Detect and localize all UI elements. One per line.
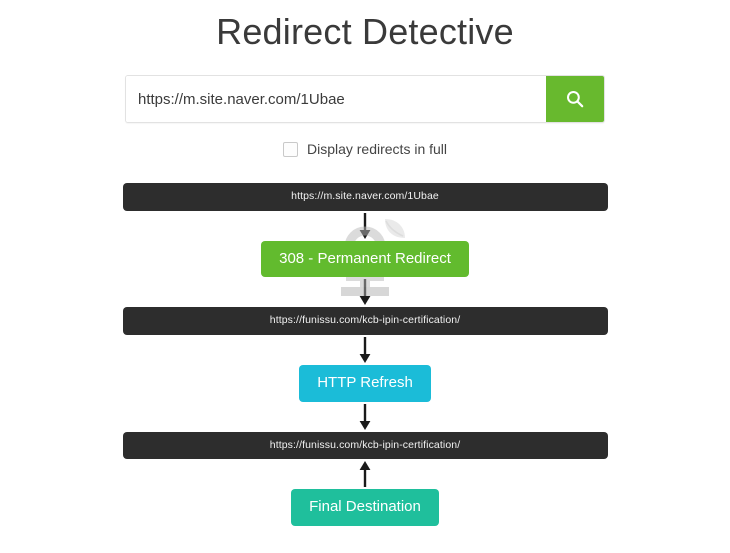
search-icon (565, 89, 585, 109)
status-badge-permanent-redirect[interactable]: 308 - Permanent Redirect (261, 240, 469, 278)
flow-step-badge-1: 308 - Permanent Redirect (0, 240, 730, 278)
url-bar[interactable]: https://m.site.naver.com/1Ubae (122, 183, 608, 211)
flow-step-url-3: https://funissu.com/kcb-ipin-certificati… (0, 431, 730, 460)
url-bar[interactable]: https://funissu.com/kcb-ipin-certificati… (122, 431, 608, 460)
arrow-down-icon-2 (0, 277, 730, 307)
arrow-down-icon-4 (0, 402, 730, 432)
display-redirects-checkbox[interactable] (282, 141, 298, 157)
flow-step-badge-3: Final Destination (0, 489, 730, 527)
arrow-up-icon-1 (0, 459, 730, 489)
search-input[interactable] (126, 76, 546, 122)
arrow-down-icon-1 (0, 211, 730, 241)
flow-step-url-2: https://funissu.com/kcb-ipin-certificati… (0, 307, 730, 336)
display-full-option[interactable]: Display redirects in full (0, 141, 730, 157)
redirect-flow: https://m.site.naver.com/1Ubae 308 - Per… (0, 183, 730, 527)
url-bar[interactable]: https://funissu.com/kcb-ipin-certificati… (122, 307, 608, 336)
page-title: Redirect Detective (216, 11, 514, 52)
arrow-down-icon-3 (0, 335, 730, 365)
search-form (125, 75, 605, 123)
search-button[interactable] (546, 76, 604, 122)
flow-step-url-1: https://m.site.naver.com/1Ubae (0, 183, 730, 211)
status-badge-http-refresh[interactable]: HTTP Refresh (299, 365, 431, 402)
flow-step-badge-2: HTTP Refresh (0, 365, 730, 402)
display-redirects-label: Display redirects in full (306, 141, 448, 157)
status-badge-final-destination[interactable]: Final Destination (291, 489, 439, 527)
